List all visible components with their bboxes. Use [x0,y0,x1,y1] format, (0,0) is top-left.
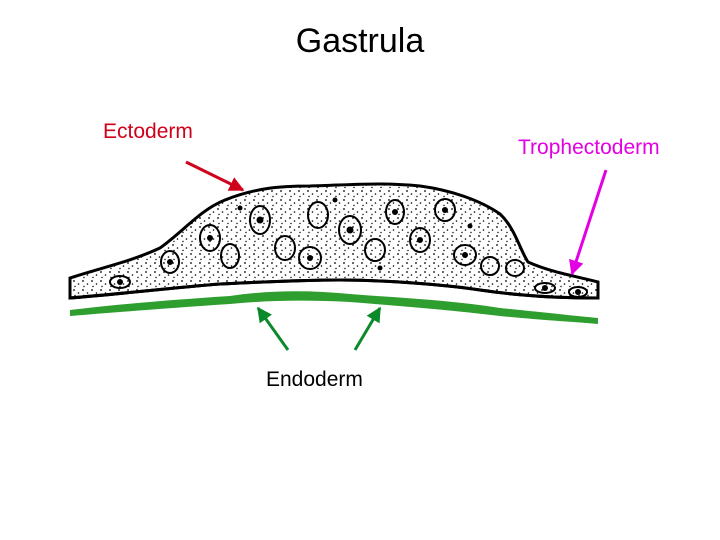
ectoderm-label: Ectoderm [103,120,193,143]
trophectoderm-label: Trophectoderm [518,136,660,159]
trophectoderm-arrow [569,169,608,276]
endoderm-layer [70,291,598,324]
ectoderm-arrow [185,160,245,192]
diagram-title: Gastrula [295,22,425,60]
embryonic-disc [68,182,600,300]
endoderm-arrow-right [353,306,382,351]
endoderm-label: Endoderm [266,368,363,391]
endoderm-arrow-left [256,306,290,351]
